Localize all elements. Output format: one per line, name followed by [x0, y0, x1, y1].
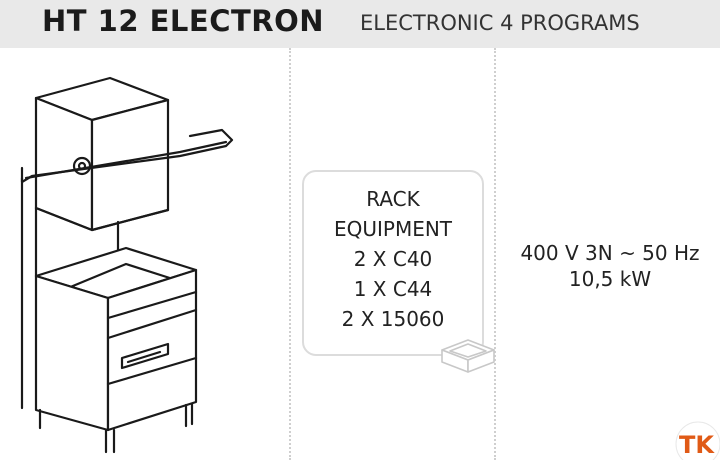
column-divider — [289, 48, 291, 460]
logo-text: TK — [679, 431, 715, 459]
rack-equipment-box — [302, 170, 484, 356]
voltage-text: 400 V 3N ~ 50 Hz — [520, 241, 700, 265]
rack-line: EQUIPMENT — [333, 217, 453, 241]
header-bar: HT 12 ELECTRON ELECTRONIC 4 PROGRAMS — [0, 0, 720, 48]
brand-logo: TK — [675, 421, 720, 460]
rack-line: 2 X 15060 — [341, 307, 445, 331]
wattage-text: 10,5 kW — [568, 267, 652, 291]
rack-equipment-list: RACK EQUIPMENT 2 X C40 1 X C44 2 X 15060 — [302, 184, 484, 334]
rack-tray-icon — [441, 339, 495, 373]
power-specs: 400 V 3N ~ 50 Hz 10,5 kW — [500, 240, 720, 292]
rack-line: RACK — [366, 187, 420, 211]
rack-line: 1 X C44 — [353, 277, 433, 301]
product-name: HT 12 ELECTRON — [42, 4, 325, 38]
rack-line: 2 X C40 — [353, 247, 433, 271]
column-divider — [494, 48, 496, 460]
dishwasher-illustration — [20, 76, 234, 454]
program-label: ELECTRONIC 4 PROGRAMS — [360, 11, 640, 35]
